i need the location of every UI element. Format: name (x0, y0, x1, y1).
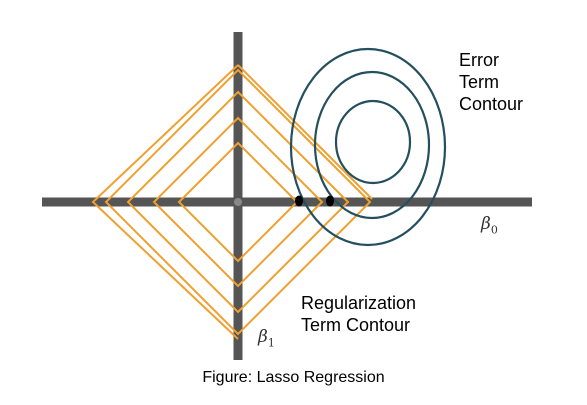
l1-contour-outer (237, 64, 373, 200)
beta1-subscript: 1 (267, 336, 275, 350)
error-label-line-3: Contour (459, 94, 524, 114)
beta0-subscript: 0 (490, 223, 498, 237)
origin-point (234, 198, 242, 206)
error-contour-inner (334, 99, 412, 185)
beta1-axis-label: β1 (258, 327, 275, 349)
regularization-contours (91, 64, 373, 340)
l1-contour-1 (104, 68, 372, 336)
error-term-contour-label: Error Term Contour (459, 49, 529, 115)
error-label-line-2: Term (459, 72, 499, 92)
beta1-symbol: β (258, 327, 268, 347)
figure-caption: Figure: Lasso Regression (202, 369, 385, 386)
beta0-axis-label: β0 (481, 214, 498, 236)
reg-label-line-1: Regularization (301, 293, 417, 313)
l1-contour-2 (126, 90, 350, 314)
l1-contour-4 (177, 141, 299, 263)
tangent-point-2 (326, 195, 334, 207)
error-label-line-1: Error (459, 50, 499, 70)
error-contour-outer (289, 47, 447, 247)
error-contours (289, 47, 447, 247)
regularization-term-contour-label: Regularization Term Contour (301, 292, 441, 336)
reg-label-line-2: Term Contour (301, 315, 411, 335)
beta0-symbol: β (481, 214, 491, 234)
l1-contour-outer-left (91, 64, 239, 340)
error-contour-middle (313, 70, 431, 220)
tangent-point-1 (295, 195, 303, 207)
